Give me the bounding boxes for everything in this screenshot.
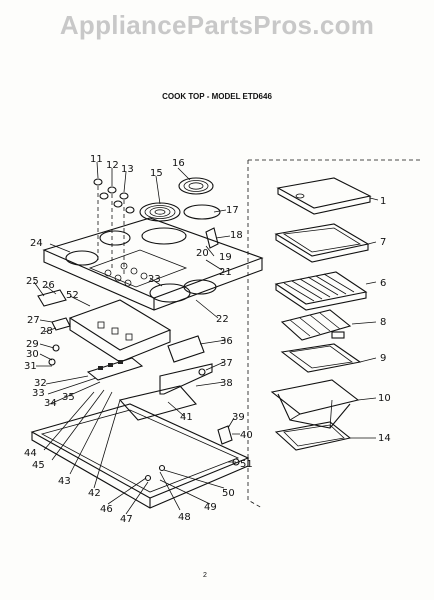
callout-label: 50	[222, 488, 235, 499]
drip-pan-small	[183, 204, 221, 220]
callout-label: 47	[120, 514, 133, 525]
callout-label: 11	[90, 154, 103, 165]
callout-label: 39	[232, 412, 245, 423]
callout-label: 33	[32, 388, 45, 399]
callout-label: 29	[26, 339, 39, 350]
receptacle-block	[205, 227, 219, 249]
junction-box	[118, 385, 197, 421]
callout-label: 14	[378, 433, 391, 444]
callout-label: 13	[121, 164, 134, 175]
callout-label: 20	[196, 248, 209, 259]
callout-label: 25	[26, 276, 39, 287]
screw	[144, 474, 152, 482]
callout-label: 1	[380, 196, 386, 207]
callout-label: 21	[219, 267, 232, 278]
drip-pan-liner	[274, 421, 352, 451]
callout-label: 36	[220, 336, 233, 347]
grill-cover	[276, 177, 372, 215]
cooktop-chassis	[30, 403, 250, 509]
callout-label: 32	[34, 378, 47, 389]
terminal-block	[86, 357, 144, 381]
divider-dashed-line	[247, 160, 263, 509]
callout-label: 27	[27, 315, 40, 326]
burner-element-large	[139, 202, 181, 222]
callout-label: 49	[204, 502, 217, 513]
callout-label: 52	[66, 290, 79, 301]
callout-label: 40	[240, 430, 253, 441]
cord-clamp	[217, 425, 233, 445]
callout-label: 37	[220, 358, 233, 369]
callout-label: 45	[32, 460, 45, 471]
callout-label: 38	[220, 378, 233, 389]
callout-label: 19	[219, 252, 232, 263]
clip	[51, 317, 71, 331]
callout-label: 28	[40, 326, 53, 337]
callout-label: 26	[42, 280, 55, 291]
callout-label: 6	[380, 278, 386, 289]
callout-label: 9	[380, 353, 386, 364]
screw	[48, 358, 56, 366]
callout-label: 22	[216, 314, 229, 325]
rock-holder	[280, 343, 362, 373]
callout-label: 10	[378, 393, 391, 404]
callout-label: 30	[26, 349, 39, 360]
diagram-title: COOK TOP - MODEL ETD646	[162, 92, 272, 101]
page-number: 2	[203, 572, 207, 579]
control-knobs	[93, 178, 135, 276]
callout-label: 42	[88, 488, 101, 499]
watermark: AppliancePartsPros.com	[59, 10, 375, 40]
grill-grate	[274, 271, 368, 311]
drip-tray	[270, 379, 360, 429]
nut	[198, 368, 206, 376]
callout-label: 12	[106, 160, 119, 171]
heat-shield	[159, 363, 213, 395]
callout-label: 41	[180, 412, 193, 423]
callout-label: 7	[380, 237, 386, 248]
callout-label: 35	[62, 392, 75, 403]
callout-label: 15	[150, 168, 163, 179]
burner-element-small	[178, 177, 214, 195]
hinge-bracket	[37, 289, 67, 307]
callout-label: 34	[44, 398, 57, 409]
callout-label: 44	[24, 448, 37, 459]
cooktop-surface	[42, 217, 264, 311]
grill-element	[280, 309, 352, 341]
leader-lines	[33, 161, 379, 515]
callout-label: 46	[100, 504, 113, 515]
callout-label: 18	[230, 230, 243, 241]
drip-pan-large	[141, 227, 187, 245]
callout-label: 43	[58, 476, 71, 487]
callout-label: 23	[148, 274, 161, 285]
callout-label: 31	[24, 361, 37, 372]
callout-label: 48	[178, 512, 191, 523]
callout-label: 16	[172, 158, 185, 169]
side-bracket	[167, 335, 205, 363]
griddle-frame	[274, 223, 370, 263]
callout-label: 24	[30, 238, 43, 249]
callout-label: 17	[226, 205, 239, 216]
callout-label: 51	[240, 459, 253, 470]
screw	[158, 464, 166, 472]
callout-label: 8	[380, 317, 386, 328]
